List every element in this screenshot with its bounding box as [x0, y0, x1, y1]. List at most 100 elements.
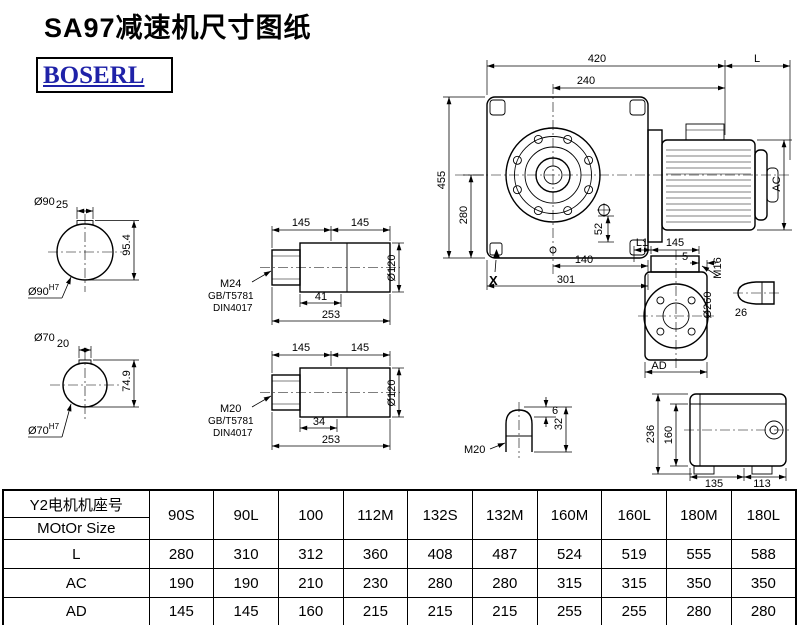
table-cell: 255 — [601, 597, 667, 625]
dim-420-text: 420 — [588, 53, 606, 65]
table-cell: 360 — [342, 539, 409, 569]
dim-301-text: 301 — [557, 274, 575, 286]
gearbox-main-view — [455, 84, 792, 275]
col-header-180l: 180L — [730, 489, 797, 540]
dim-420: 420 — [486, 53, 726, 135]
dim-145-side: 145 — [666, 237, 684, 249]
label-dia-90: Ø90 — [34, 196, 55, 208]
table-cell: 588 — [730, 539, 797, 569]
label-bore-90: Ø90H7 — [28, 283, 60, 298]
shaft-end-view-90: 25 Ø90 95.4 Ø90H7 — [28, 196, 139, 299]
row-label-AD: AD — [2, 597, 150, 625]
col-header-90s: 90S — [148, 489, 215, 540]
table-cell: 210 — [277, 568, 344, 598]
label-thread-m20: M20 — [220, 403, 241, 415]
gearbox-rear-view: 236 160 135 113 — [645, 393, 792, 490]
logo-text: BOSERL — [43, 61, 145, 89]
table-cell: 555 — [666, 539, 732, 569]
table-cell: 280 — [471, 568, 538, 598]
col-header-132m: 132M — [471, 489, 538, 540]
output-flange — [505, 127, 601, 223]
label-std2-1: DIN4017 — [213, 303, 253, 314]
col-header-112m: 112M — [342, 489, 409, 540]
motor-size-table: Y2电机机座号 MOtOr Size 90S 90L 100 112M 132S… — [2, 489, 797, 625]
dim-280: 280 — [458, 174, 484, 258]
dim-dia120-1: Ø120 — [386, 255, 398, 282]
dim-240-text: 240 — [577, 75, 595, 87]
table-cell: 350 — [730, 568, 797, 598]
table-cell: 312 — [277, 539, 344, 569]
technical-drawing: 25 Ø90 95.4 Ø90H7 20 Ø70 74.9 Ø70H7 — [28, 53, 792, 490]
dim-135-text: 135 — [705, 478, 723, 490]
table-cell: 190 — [148, 568, 215, 598]
motor-size-label-en: MOtOr Size — [37, 520, 116, 537]
dim-AD-text: AD — [651, 360, 666, 372]
dim-253-1: 253 — [322, 309, 340, 321]
row-label-L: L — [2, 539, 150, 569]
dim-240: 240 — [553, 75, 725, 91]
dim-253-2: 253 — [322, 434, 340, 446]
dim-280-text: 280 — [458, 206, 470, 224]
shaft-end-view-70: 20 Ø70 74.9 Ø70H7 — [28, 332, 139, 438]
dim-5-text: 5 — [682, 251, 688, 263]
dim-52: 52 — [593, 215, 614, 243]
table-cell: 350 — [666, 568, 732, 598]
dim-145-a1: 145 — [292, 217, 310, 229]
shaft-drawing-m20: 145 145 Ø120 M20 GB/T5781 DIN4017 34 253 — [208, 342, 404, 450]
table-cell: 280 — [730, 597, 797, 625]
table-cell: 215 — [471, 597, 538, 625]
table-cell: 315 — [601, 568, 667, 598]
dim-455-text: 455 — [436, 171, 448, 189]
dim-keyway-width-70: 20 — [57, 338, 69, 350]
dim-height-95-4: 95.4 — [121, 234, 133, 255]
table-header-row: Y2电机机座号 MOtOr Size 90S 90L 100 112M 132S… — [2, 489, 797, 540]
label-thread-m24: M24 — [220, 278, 241, 290]
dim-52-text: 52 — [593, 223, 605, 235]
dim-height-74-9: 74.9 — [121, 370, 133, 391]
col-header-132s: 132S — [407, 489, 473, 540]
table-cell: 280 — [148, 539, 215, 569]
m20-shaft-detail: 6 32 M20 — [464, 397, 572, 458]
col-header-100: 100 — [277, 489, 344, 540]
page-title: SA97减速机尺寸图纸 — [44, 13, 312, 43]
table-cell: 524 — [536, 539, 603, 569]
dim-32-text: 32 — [553, 418, 565, 430]
table-cell: 145 — [213, 597, 279, 625]
table-cell: 215 — [407, 597, 473, 625]
label-std1-1: GB/T5781 — [208, 291, 254, 302]
dim-140-text: 140 — [575, 254, 593, 266]
row-label-AC: AC — [2, 568, 150, 598]
col-header-160l: 160L — [601, 489, 667, 540]
label-std2-2: DIN4017 — [213, 428, 253, 439]
table-cell: 310 — [213, 539, 279, 569]
label-m20-detail: M20 — [464, 444, 485, 456]
label-m16: M16 — [712, 257, 724, 278]
logo-box: BOSERL — [36, 57, 173, 93]
col-header-180m: 180M — [666, 489, 732, 540]
motor-fins — [666, 149, 751, 223]
dim-AC: AC — [757, 139, 792, 231]
table-header-motor-size: Y2电机机座号 MOtOr Size — [2, 489, 150, 540]
table-cell: 408 — [407, 539, 473, 569]
shaft-drawing-m24: 145 145 Ø120 M24 GB/T5781 DIN4017 41 253 — [208, 217, 404, 325]
table-cell: 280 — [666, 597, 732, 625]
dim-L-text: L — [754, 53, 760, 65]
dim-L: L — [725, 53, 791, 160]
table-cell: 280 — [407, 568, 473, 598]
dim-301: 301 — [486, 260, 649, 290]
col-header-90l: 90L — [213, 489, 279, 540]
table-cell: 190 — [213, 568, 279, 598]
label-dia-70: Ø70 — [34, 332, 55, 344]
table-row-AD: AD 145 145 160 215 215 215 255 255 280 2… — [2, 597, 797, 625]
table-cell: 487 — [471, 539, 538, 569]
dim-455: 455 — [436, 96, 485, 259]
motor-body — [661, 123, 779, 231]
table-row-L: L 280 310 312 360 408 487 524 519 555 58… — [2, 539, 797, 569]
dim-26-text: 26 — [735, 307, 747, 319]
dim-145-b1: 145 — [351, 217, 369, 229]
label-dia260: Ø260 — [702, 292, 714, 319]
datum-x-marker: X — [489, 249, 500, 288]
dim-145-b2: 145 — [351, 342, 369, 354]
table-cell: 160 — [277, 597, 344, 625]
table-cell: 315 — [536, 568, 603, 598]
